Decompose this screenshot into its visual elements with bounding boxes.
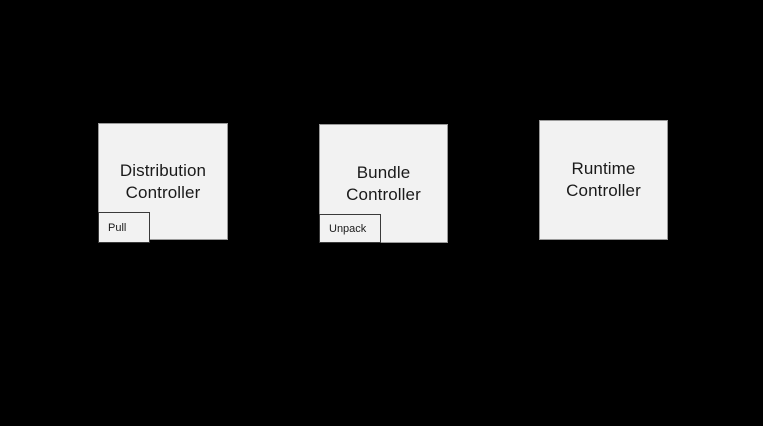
- node-label-runtime-controller: Runtime Controller: [566, 159, 641, 200]
- sub-node-unpack[interactable]: Unpack: [319, 214, 381, 243]
- node-label-bundle-controller: Bundle Controller: [346, 162, 421, 204]
- sub-node-pull[interactable]: Pull: [98, 212, 150, 243]
- node-label-distribution-controller: Distribution Controller: [119, 160, 207, 202]
- sub-node-label-unpack: Unpack: [329, 222, 367, 235]
- sub-node-label-pull: Pull: [108, 221, 127, 234]
- node-runtime-controller[interactable]: Runtime Controller: [539, 120, 668, 240]
